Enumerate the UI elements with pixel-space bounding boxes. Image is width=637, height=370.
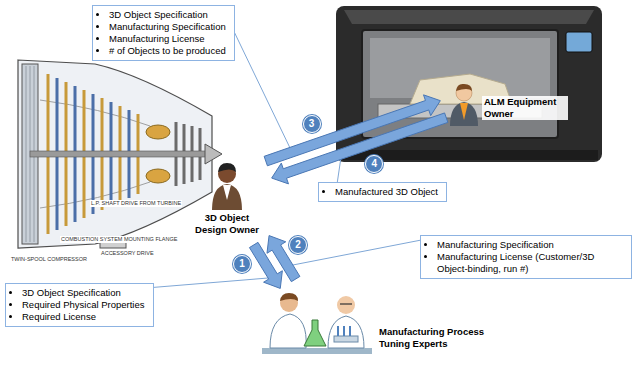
jet-engine [18,60,212,248]
jet-engine [205,144,222,164]
actor-label: 3D Object Design Owner [190,158,264,236]
actor-name: Manufacturing Process Tuning Experts [379,326,504,350]
block-arrow [272,113,448,184]
connectors [249,95,447,289]
step-number: 4 [365,155,383,173]
bullet-list: Manufactured 3D Object [323,186,438,198]
person-icon [212,184,242,210]
step-number: 3 [303,115,321,133]
leader-line [288,240,420,266]
actor-label: ALM Equipment Owner [448,80,568,121]
bullet-text: Manufacturing License (Customer/3D Objec… [437,251,623,275]
person-icon [450,102,478,126]
part-label: TWIN-SPOOL COMPRESSOR [10,256,88,263]
lab-scientists-picture [280,294,298,312]
lab-scientists-picture [338,326,350,336]
bullet-text: Manufacturing License [109,33,226,45]
jet-engine [146,125,170,139]
callout-box: Manufacturing SpecificationManufacturing… [420,235,632,279]
3d-printer [344,10,594,24]
bullet-list: 3D Object SpecificationManufacturing Spe… [97,9,226,57]
lab-scientists-picture [304,320,326,346]
lab-scientists-picture [270,314,306,348]
jet-engine [30,151,212,157]
bullet-list: 3D Object SpecificationRequired Physical… [10,287,145,323]
bullet-text: Required License [22,311,145,323]
part-label: ACCESSORY DRIVE [100,250,155,257]
lab-scientists-picture [334,336,358,342]
bullet-text: 3D Object Specification [109,9,226,21]
person-icon [223,185,231,200]
leader-line [235,33,292,152]
person-icon [450,84,478,126]
step-number: 2 [289,236,307,254]
person-icon [212,163,242,210]
callout-box: 3D Object SpecificationRequired Physical… [5,283,154,327]
bullet-text: 3D Object Specification [22,287,145,299]
jet-engine [146,169,170,183]
step-number: 1 [233,255,251,273]
callout-box: Manufactured 3D Object [318,182,447,202]
bullet-text: Manufactured 3D Object [335,186,438,198]
lab-scientists-picture [262,348,372,354]
person-icon [460,103,468,120]
lab-scientists-picture [337,296,355,314]
jet-engine [18,60,222,248]
bullet-text: # of Objects to be produced [109,45,226,57]
actor-name: 3D Object Design Owner [190,212,264,236]
3d-printer [370,38,550,98]
bullet-text: Manufacturing Specification [437,239,623,251]
bullet-list: Manufacturing SpecificationManufacturing… [425,239,623,275]
lab-scientists-picture [262,293,372,354]
actor-label: Manufacturing Process Tuning Experts [255,288,504,350]
actor-name: ALM Equipment Owner [482,96,568,120]
leader-line [154,278,274,288]
bullet-text: Manufacturing Specification [109,21,226,33]
person-icon [218,163,236,172]
lab-scientists-picture [340,303,352,304]
bullet-text: Required Physical Properties [22,299,145,311]
callout-box: 3D Object SpecificationManufacturing Spe… [92,5,235,61]
person-icon [456,84,472,91]
lab-scientists-picture [280,293,298,301]
part-label: L.P. SHAFT DRIVE FROM TURBINE [90,200,182,207]
leader-lines [154,33,420,287]
3d-printer [566,32,592,52]
part-label: COMBUSTION SYSTEM MOUNTING FLANGE [60,236,178,243]
lab-scientists-picture [328,316,364,348]
